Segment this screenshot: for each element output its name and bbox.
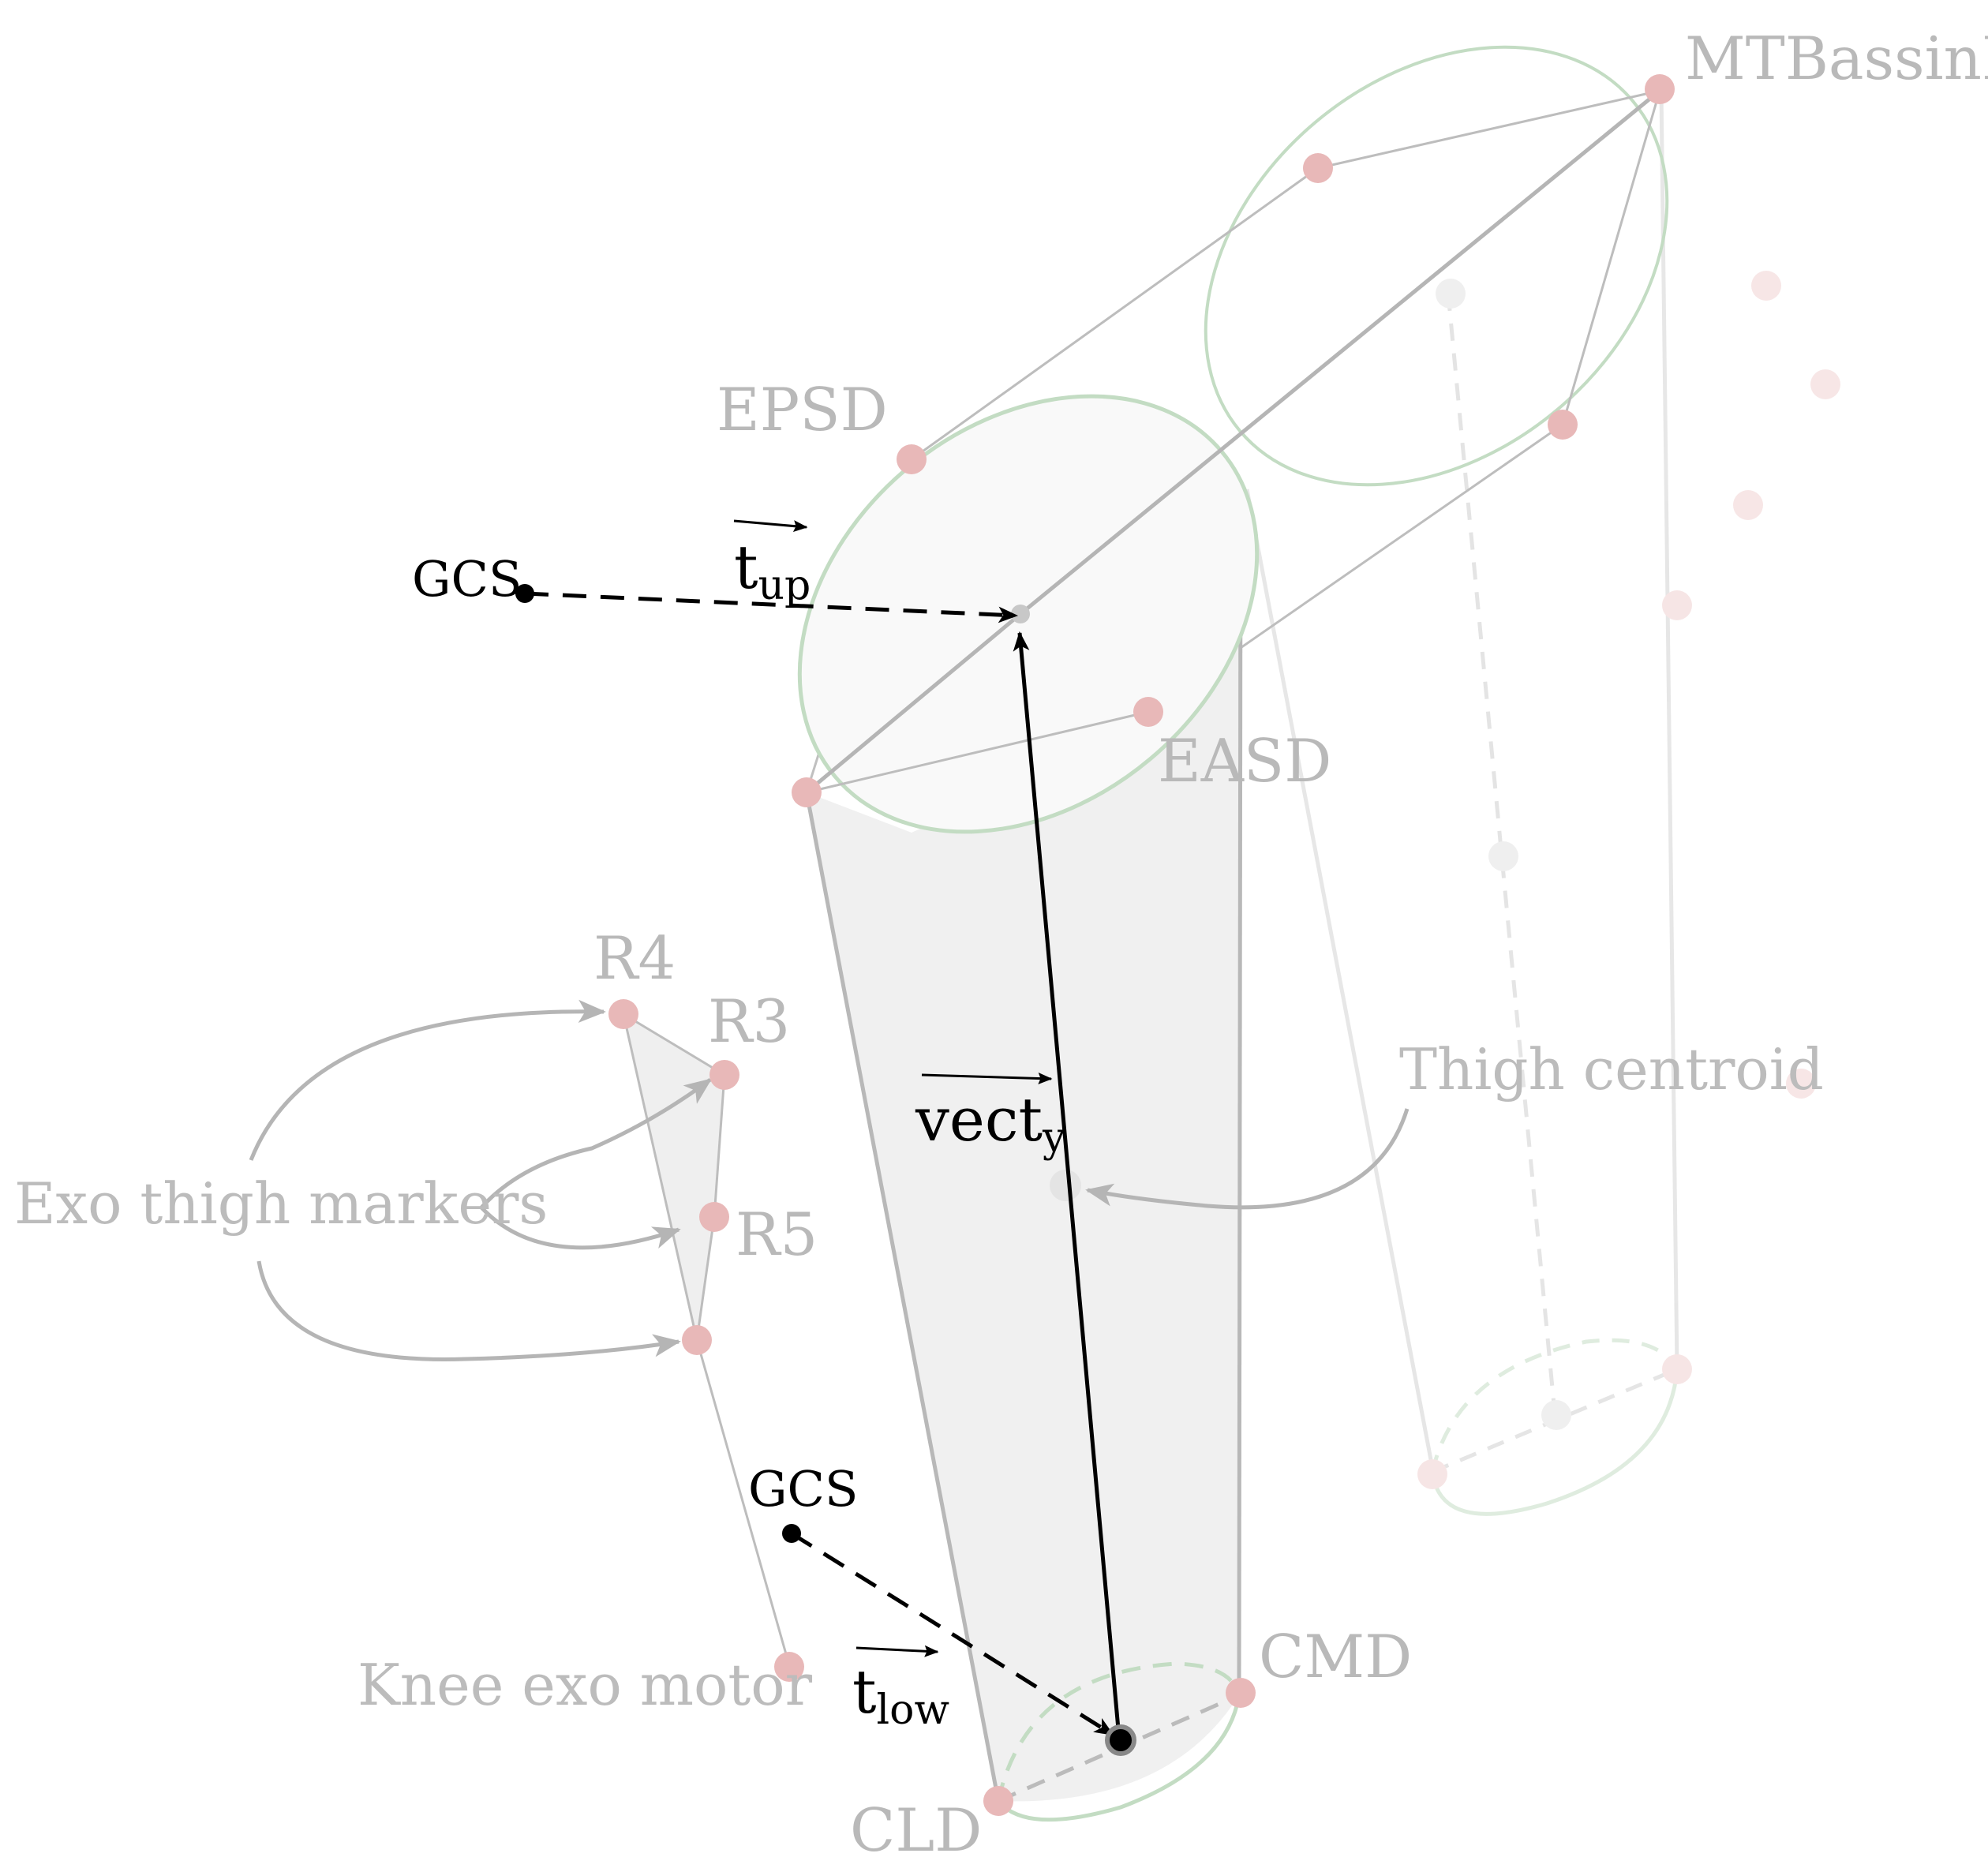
label-cmd: CMD [1259, 1622, 1412, 1691]
marker-knee-exo-motor [774, 1652, 804, 1682]
label-epsd: EPSD [717, 375, 888, 444]
faded-centroid-point [1541, 1400, 1571, 1430]
thigh-segment [797, 89, 1661, 1822]
label-gcs-lower: GCS [748, 1460, 858, 1518]
t-low-overarrow [855, 1645, 939, 1657]
epsd-easd-line [806, 710, 1149, 794]
faded-marker [1786, 1069, 1816, 1099]
pelvis-ellipse [1204, 45, 1669, 487]
vect-y-arrow [1013, 631, 1121, 1739]
label-t-low: tlow [852, 1657, 949, 1734]
label-mtbassinl: MTBassinL [1685, 24, 1988, 93]
label-t-up: tup [734, 532, 811, 609]
faded-axis-line [1446, 293, 1557, 1413]
label-r3: R3 [708, 987, 790, 1056]
marker-cld [983, 1786, 1013, 1816]
vector-labels: tup tlow vecty [733, 519, 1066, 1734]
t-up-arrow [524, 591, 1019, 623]
arrow-to-lower-marker [256, 1260, 681, 1361]
faded-marker [1733, 490, 1763, 520]
thigh-centroid-point [1050, 1170, 1081, 1201]
faded-marker [1662, 1354, 1692, 1384]
label-easd: EASD [1158, 726, 1331, 796]
marker-easd [1133, 697, 1163, 727]
lower-center-point [1105, 1724, 1136, 1756]
marker-epsd [897, 444, 927, 474]
faded-marker [1417, 1459, 1447, 1489]
labels: MTBassinL EPSD EASD GCS GCS R4 R3 R5 Exo… [14, 24, 1988, 1865]
marker-thigh-top [792, 777, 822, 807]
lower-ellipse-front [997, 1694, 1241, 1822]
arrow-to-r4 [249, 999, 606, 1161]
faded-centroid-point [1488, 841, 1518, 871]
marker-pelvis-top [1303, 153, 1333, 183]
marker-r5 [699, 1202, 729, 1232]
arrow-to-r5 [480, 1206, 681, 1250]
gcs-lower-point [782, 1524, 801, 1543]
label-r5: R5 [736, 1200, 818, 1269]
faded-side-line [1659, 90, 1679, 1370]
markers [608, 74, 1675, 1816]
annotation-arrows [249, 999, 1410, 1361]
marker-exo-lower [682, 1325, 712, 1355]
label-knee-exo-motor: Knee exo motor [358, 1652, 813, 1718]
arrow-to-r3 [480, 1077, 713, 1209]
marker-r3 [709, 1060, 739, 1090]
upper-center-point [1011, 605, 1030, 623]
label-cld: CLD [850, 1795, 982, 1865]
faded-ellipse-front [1430, 1368, 1679, 1516]
marker-mtbassinl [1645, 74, 1675, 104]
gcs-upper-point [515, 584, 534, 603]
label-gcs-upper: GCS [412, 550, 522, 608]
marker-r4 [608, 999, 638, 1029]
label-r4: R4 [593, 923, 676, 993]
knee-motor-line [695, 1339, 791, 1666]
faded-centroid-point [1436, 279, 1466, 309]
arrow-to-centroid [1085, 1108, 1410, 1210]
faded-marker [1751, 271, 1781, 301]
marker-cmd [1226, 1678, 1256, 1708]
vect-y-overarrow [921, 1073, 1053, 1084]
t-low-arrow [790, 1531, 1114, 1737]
t-up-overarrow [733, 519, 808, 533]
label-vect-y: vecty [915, 1084, 1066, 1162]
thigh-left-edge [804, 792, 1001, 1802]
marker-pelvis-bottom [1548, 410, 1578, 440]
faded-marker [1810, 369, 1840, 399]
faded-side-line [1245, 489, 1435, 1469]
exo-triangle-fill [623, 1014, 724, 1340]
thigh-right-edge [1237, 495, 1243, 1696]
faded-marker [1662, 590, 1692, 620]
label-thigh-centroid: Thigh centroid [1399, 1036, 1824, 1103]
lower-ellipse-back [996, 1661, 1241, 1802]
faded-segment [1245, 90, 1840, 1516]
thigh-segment-body [807, 496, 1241, 1802]
label-exo-thigh-markers: Exo thigh markers [14, 1170, 548, 1237]
gcs-vectors [515, 584, 1136, 1756]
faded-ellipse-back [1430, 1338, 1679, 1473]
